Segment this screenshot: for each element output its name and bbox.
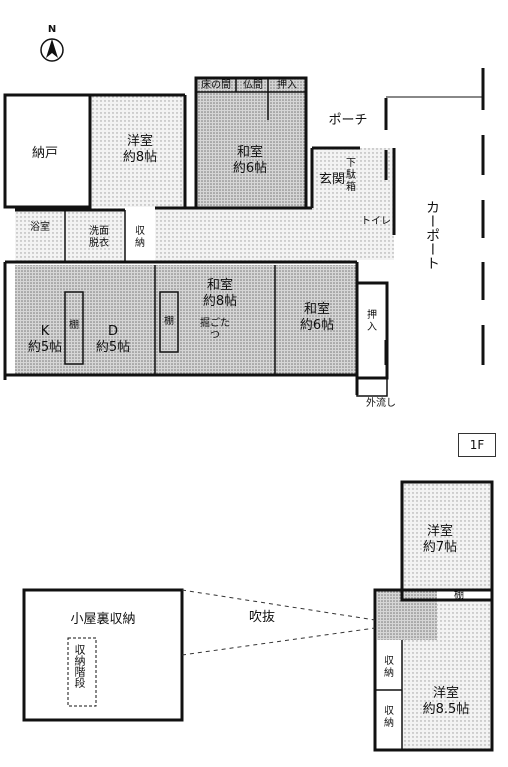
room-yoshitsu8-fill (90, 95, 185, 207)
gesokubako-label: 下 駄 箱 (346, 158, 356, 193)
shuno-b-label: 収 納 (384, 706, 394, 729)
room-dk-fill (15, 265, 155, 375)
room-nando-label: 納戸 (31, 146, 58, 161)
room-washitsu6-right-fill (275, 265, 357, 375)
fukinuke-lines (181, 589, 376, 656)
toilet-label: トイレ (361, 216, 391, 227)
shuno-label: 収 納 (135, 226, 145, 249)
room-kitchen-label: K 約5帖 (27, 324, 63, 355)
tokonoma-label: 床の間 (201, 80, 231, 91)
compass-icon (40, 38, 64, 62)
senmen-label: 洗面 脱衣 (89, 226, 109, 249)
room-yoshitsu8-label: 洋室 約8帖 (122, 134, 158, 165)
attic-title: 小屋裏収納 (70, 612, 136, 627)
oshiire-right-label: 押 入 (367, 310, 377, 333)
room-washitsu6-right-label: 和室 約6帖 (299, 302, 335, 333)
horigotatsu-label: 掘ごた つ (200, 318, 230, 341)
tana-2f-label: 棚 (454, 590, 464, 601)
room-washitsu6-top-label: 和室 約6帖 (232, 145, 268, 176)
floor-badge: 1F (458, 433, 496, 457)
room-yoshitsu85-label: 洋室 約8.5帖 (422, 686, 470, 717)
room-washitsu6-top-fill (196, 78, 306, 208)
shuno-a-label: 収 納 (384, 656, 394, 679)
genkan-fill (312, 148, 394, 260)
room-yoshitsu7-fill (402, 482, 492, 590)
oshiire-top-label: 押入 (277, 80, 297, 91)
carport-lines (384, 68, 485, 365)
tana-k-label: 棚 (69, 320, 79, 331)
room-yoshitsu7-label: 洋室 約7帖 (422, 524, 458, 555)
genkan-label: 玄関 (318, 172, 345, 187)
room-washitsu8-fill (155, 265, 275, 375)
porch-label: ポーチ (328, 113, 368, 128)
room-washitsu8-label: 和室 約8帖 (202, 278, 238, 309)
compass-label: N (47, 24, 57, 35)
tana-d-label: 棚 (164, 316, 174, 327)
butsuma-label: 仏間 (243, 80, 263, 91)
walls-2f (22, 480, 494, 752)
bath-fill (15, 210, 125, 262)
stair-hall-fill (377, 590, 437, 640)
room-dining-label: D 約5帖 (95, 324, 131, 355)
fukinuke-label: 吹抜 (248, 610, 275, 625)
attic-stairs-label: 収納階段 (73, 644, 86, 688)
walls-1f (3, 76, 396, 397)
yokushitsu-label: 浴室 (30, 222, 50, 233)
sotomizu-label: 外流し (366, 398, 396, 409)
carport-label: カーポート (424, 200, 440, 270)
